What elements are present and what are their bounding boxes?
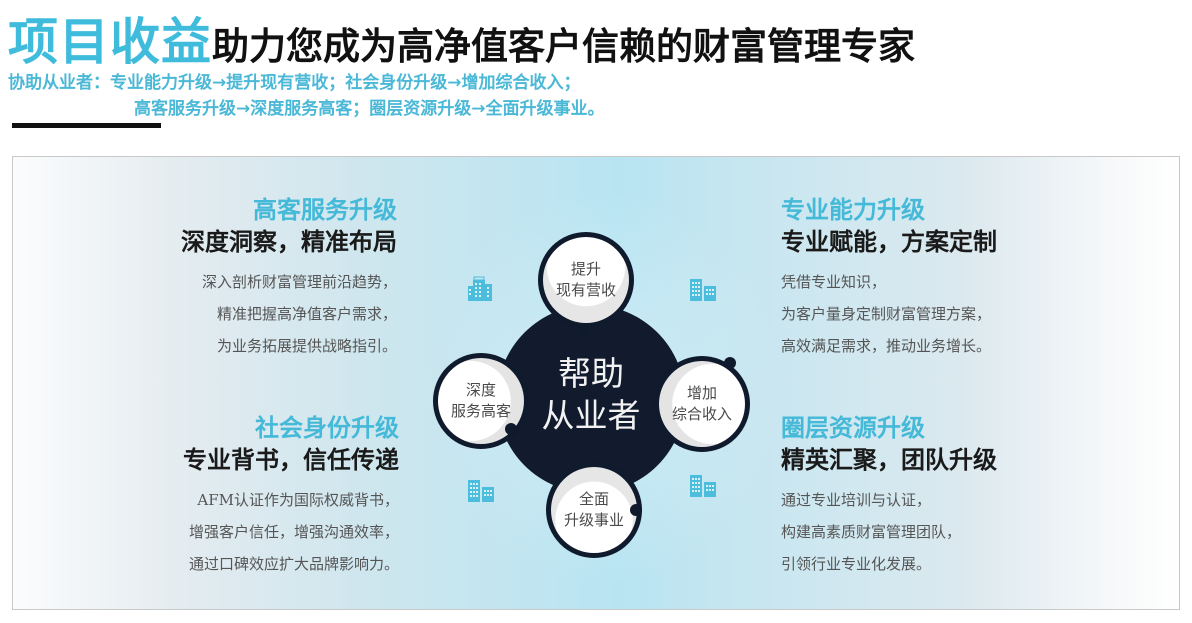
hub-line-1: 帮助: [558, 354, 624, 393]
block-tag: 高客服务升级: [253, 196, 397, 224]
hub-line-2: 从业者: [541, 396, 641, 435]
buildings-icon: [688, 473, 718, 499]
block-tag: 专业能力升级: [781, 196, 925, 224]
body-line: 增强客户信任，增强沟通效率，: [188, 523, 399, 541]
hub-label: 帮助 从业者: [497, 353, 685, 437]
node-label: 深度 服务高客: [451, 380, 511, 422]
page-title: 项目收益助力您成为高净值客户信赖的财富管理专家: [8, 2, 915, 74]
body-line: 精准把握高净值客户需求，: [216, 305, 397, 323]
node-line: 全面: [578, 490, 609, 508]
connector-dot: [505, 423, 517, 435]
block-circle-resources: 圈层资源升级 精英汇聚，团队升级 通过专业培训与认证， 构建高素质财富管理团队，…: [781, 413, 1081, 580]
block-professional-ability: 专业能力升级 专业赋能，方案定制 凭借专业知识， 为客户量身定制财富管理方案， …: [781, 195, 1081, 362]
title-underline: [12, 123, 161, 128]
block-body: 凭借专业知识， 为客户量身定制财富管理方案， 高效满足需求，推动业务增长。: [781, 266, 1081, 362]
body-line: 深入剖析财富管理前沿趋势，: [201, 273, 397, 291]
block-tag: 社会身份升级: [255, 414, 399, 442]
node-deep-service: 深度 服务高客: [433, 353, 529, 449]
block-social-identity: 社会身份升级 专业背书，信任传递 AFM认证作为国际权威背书， 增强客户信任，增…: [140, 413, 399, 580]
block-tag: 圈层资源升级: [781, 414, 925, 442]
node-label: 增加 综合收入: [672, 383, 732, 425]
node-line: 升级事业: [563, 511, 624, 529]
body-line: 通过专业培训与认证，: [781, 491, 932, 509]
node-label: 提升 现有营收: [556, 259, 616, 301]
block-body: 通过专业培训与认证， 构建高素质财富管理团队， 引领行业专业化发展。: [781, 484, 1081, 580]
body-line: AFM认证作为国际权威背书，: [197, 491, 399, 509]
body-line: 凭借专业知识，: [781, 273, 887, 291]
node-line: 服务高客: [450, 402, 511, 420]
subtitle: 协助从业者：专业能力升级→提升现有营收；社会身份升级→增加综合收入； 高客服务升…: [8, 70, 605, 122]
block-heading: 深度洞察，精准布局: [181, 227, 397, 256]
node-label: 全面 升级事业: [564, 489, 624, 531]
block-body: 深入剖析财富管理前沿趋势， 精准把握高净值客户需求， 为业务拓展提供战略指引。: [140, 266, 397, 362]
connector-dot: [630, 504, 642, 516]
block-body: AFM认证作为国际权威背书， 增强客户信任，增强沟通效率， 通过口碑效应扩大品牌…: [140, 484, 399, 580]
body-line: 高效满足需求，推动业务增长。: [781, 337, 992, 355]
buildings-icon: [466, 478, 496, 504]
node-upgrade-career: 全面 升级事业: [546, 462, 642, 558]
buildings-icon: [688, 277, 718, 303]
node-line: 综合收入: [671, 405, 732, 423]
connector-dot: [578, 324, 590, 336]
subtitle-line-1: 协助从业者：专业能力升级→提升现有营收；社会身份升级→增加综合收入；: [8, 73, 581, 93]
block-high-client-service: 高客服务升级 深度洞察，精准布局 深入剖析财富管理前沿趋势， 精准把握高净值客户…: [140, 195, 397, 362]
connector-dot: [724, 357, 736, 369]
node-increase-revenue: 提升 现有营收: [538, 232, 634, 328]
office-building-icon: [466, 276, 494, 304]
title-main: 助力您成为高净值客户信赖的财富管理专家: [212, 25, 915, 68]
title-accent: 项目收益: [8, 13, 212, 71]
node-line: 深度: [465, 381, 496, 399]
node-increase-income: 增加 综合收入: [654, 356, 750, 452]
body-line: 通过口碑效应扩大品牌影响力。: [188, 555, 399, 573]
block-heading: 专业赋能，方案定制: [781, 227, 997, 256]
node-line: 增加: [686, 384, 717, 402]
body-line: 为客户量身定制财富管理方案，: [781, 305, 992, 323]
block-heading: 精英汇聚，团队升级: [781, 445, 997, 474]
block-heading: 专业背书，信任传递: [183, 445, 399, 474]
node-line: 现有营收: [555, 281, 616, 299]
node-line: 提升: [570, 260, 601, 278]
body-line: 为业务拓展提供战略指引。: [216, 337, 397, 355]
subtitle-line-2: 高客服务升级→深度服务高客；圈层资源升级→全面升级事业。: [134, 99, 605, 119]
body-line: 构建高素质财富管理团队，: [781, 523, 962, 541]
body-line: 引领行业专业化发展。: [781, 555, 932, 573]
